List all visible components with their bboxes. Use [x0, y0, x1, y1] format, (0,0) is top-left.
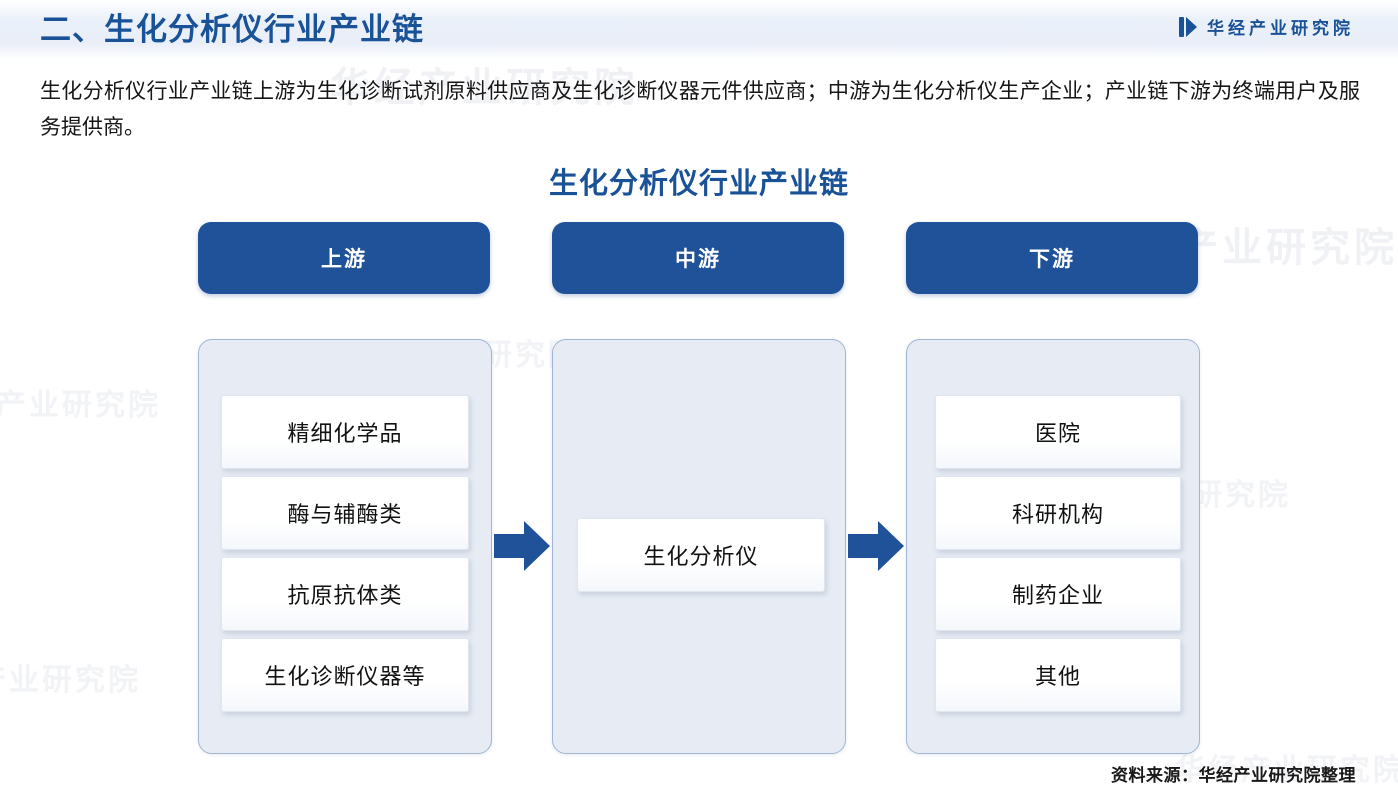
arrow-upstream-to-midstream-icon [492, 518, 552, 574]
source-note: 资料来源：华经产业研究院整理 [1111, 766, 1356, 785]
chain-item[interactable]: 抗原抗体类 [221, 557, 469, 631]
column-header-midstream: 中游 [552, 222, 844, 294]
intro-paragraph: 生化分析仪行业产业链上游为生化诊断试剂原料供应商及生化诊断仪器元件供应商；中游为… [40, 80, 1360, 139]
column-header-label: 中游 [675, 248, 721, 271]
chain-item[interactable]: 生化诊断仪器等 [221, 638, 469, 712]
chain-item[interactable]: 精细化学品 [221, 395, 469, 469]
page-title: 二、生化分析仪行业产业链 [40, 12, 424, 47]
chain-item[interactable]: 医院 [935, 395, 1181, 469]
column-header-label: 下游 [1029, 248, 1075, 271]
chain-item[interactable]: 生化分析仪 [577, 518, 825, 592]
double-triangle-logo-icon [1179, 16, 1197, 37]
chain-item[interactable]: 制药企业 [935, 557, 1181, 631]
column-header-upstream: 上游 [198, 222, 490, 294]
diagram-title: 生化分析仪行业产业链 [548, 168, 849, 200]
chain-item[interactable]: 酶与辅酶类 [221, 476, 469, 550]
chain-item[interactable]: 科研机构 [935, 476, 1181, 550]
brand-name: 华经产业研究院 [1207, 19, 1354, 38]
column-header-downstream: 下游 [906, 222, 1198, 294]
arrow-midstream-to-downstream-icon [846, 518, 906, 574]
brand-logo: 华经产业研究院 [1179, 14, 1354, 39]
column-body-upstream: 精细化学品 酶与辅酶类 抗原抗体类 生化诊断仪器等 [198, 339, 492, 754]
column-body-midstream: 生化分析仪 [552, 339, 846, 754]
column-header-label: 上游 [321, 248, 367, 271]
chain-item[interactable]: 其他 [935, 638, 1181, 712]
column-body-downstream: 医院 科研机构 制药企业 其他 [906, 339, 1200, 754]
header-band [0, 0, 1398, 60]
